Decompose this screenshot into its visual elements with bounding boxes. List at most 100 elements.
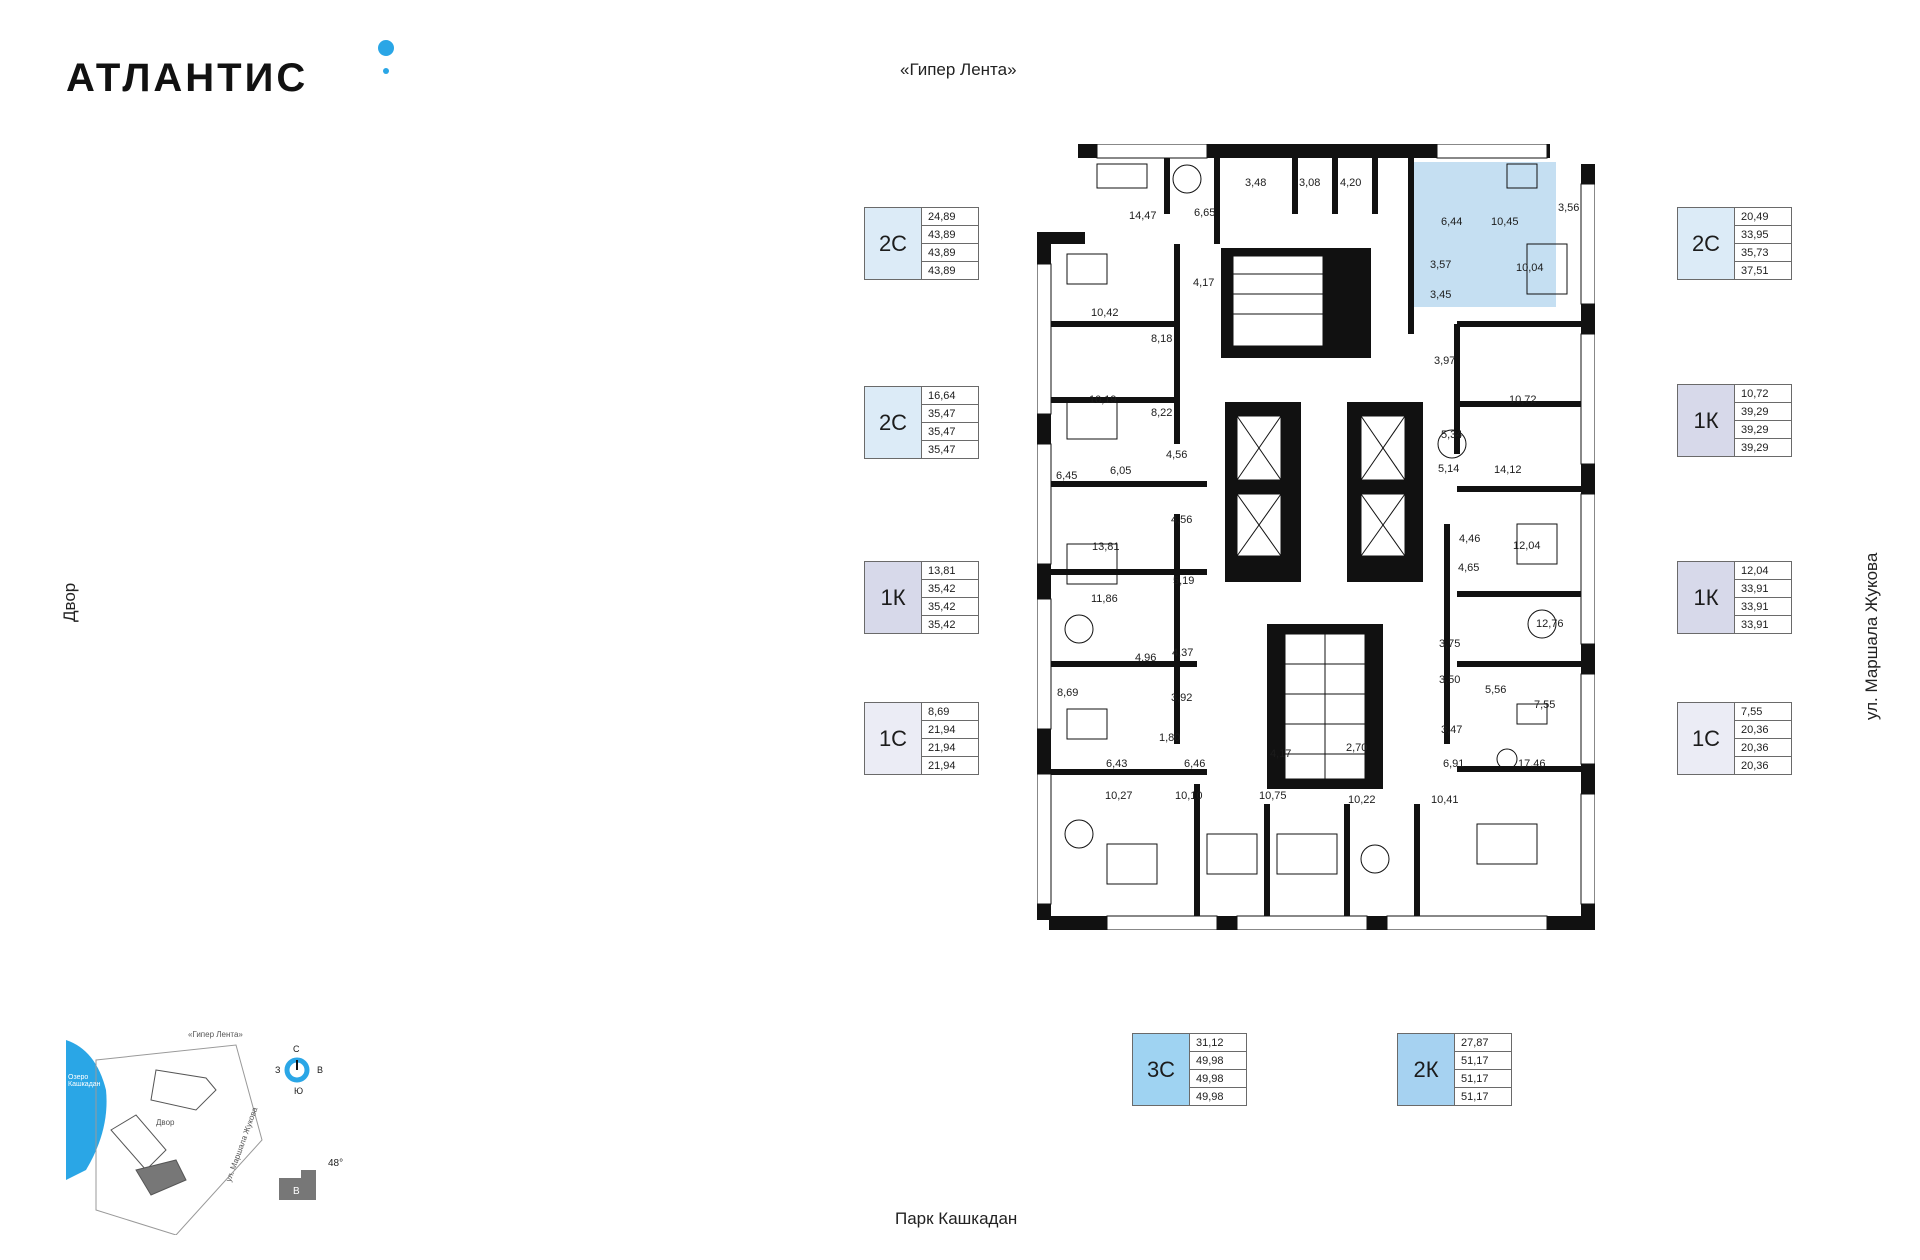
site-minimap[interactable]: «Гипер Лента» Озеро Кашкадан Двор ул. Ма… [66, 1030, 376, 1236]
card-value: 35,42 [922, 598, 978, 616]
card-value: 20,49 [1735, 208, 1791, 226]
room-area: 10,10 [1175, 790, 1203, 802]
floor-plan[interactable]: 14,47 6,65 3,48 3,08 4,20 6,44 10,45 3,5… [1036, 143, 1596, 931]
card-values: 24,89 43,89 43,89 43,89 [922, 207, 979, 280]
card-value: 12,04 [1735, 562, 1791, 580]
card-value: 7,55 [1735, 703, 1791, 721]
room-area: 6,46 [1184, 758, 1206, 770]
room-area: 4,56 [1171, 514, 1193, 526]
card-value: 39,29 [1735, 421, 1791, 439]
card-values: 31,12 49,98 49,98 49,98 [1190, 1033, 1247, 1106]
card-values: 8,69 21,94 21,94 21,94 [922, 702, 979, 775]
card-value: 21,94 [922, 739, 978, 757]
apartment-card-right-4[interactable]: 1С 7,55 20,36 20,36 20,36 [1677, 702, 1792, 775]
card-value: 8,69 [922, 703, 978, 721]
card-type: 2С [1677, 207, 1735, 280]
room-area: 14,12 [1494, 464, 1522, 476]
room-area: 10,22 [1348, 794, 1376, 806]
card-value: 43,89 [922, 226, 978, 244]
room-area: 4,46 [1459, 533, 1481, 545]
card-values: 20,49 33,95 35,73 37,51 [1735, 207, 1792, 280]
room-area: 12,76 [1536, 618, 1564, 630]
card-value: 37,51 [1741, 264, 1769, 277]
room-area: 4,37 [1172, 647, 1194, 659]
brand-logo: АТЛАНТИС [66, 56, 309, 100]
card-value: 35,47 [922, 405, 978, 423]
room-area: 3,47 [1441, 724, 1463, 736]
apartment-card-bottom-1[interactable]: 3С 31,12 49,98 49,98 49,98 [1132, 1033, 1247, 1106]
room-area: 3,92 [1171, 692, 1193, 704]
card-value: 39,29 [1741, 441, 1769, 454]
room-area: 11,86 [1091, 593, 1118, 605]
logo-dot-icon [378, 40, 394, 56]
apartment-card-bottom-2[interactable]: 2К 27,87 51,17 51,17 51,17 [1397, 1033, 1512, 1106]
card-value: 49,98 [1196, 1090, 1224, 1103]
room-area: 13,81 [1092, 541, 1120, 553]
site-minimap-drawing [66, 1040, 316, 1236]
compass-west: З [275, 1065, 281, 1075]
minimap-angle: 48° [328, 1158, 344, 1169]
card-value: 35,47 [928, 443, 956, 456]
room-area: 10,42 [1091, 307, 1119, 319]
apartment-card-right-2[interactable]: 1К 10,72 39,29 39,29 39,29 [1677, 384, 1792, 457]
card-type: 1С [1677, 702, 1735, 775]
card-type: 3С [1132, 1033, 1190, 1106]
minimap-label-lake: Озеро Кашкадан [68, 1074, 101, 1088]
apartment-card-right-3[interactable]: 1К 12,04 33,91 33,91 33,91 [1677, 561, 1792, 634]
room-area: 10,19 [1089, 394, 1117, 406]
card-type: 2К [1397, 1033, 1455, 1106]
room-area: 4,96 [1135, 652, 1157, 664]
card-values: 13,81 35,42 35,42 35,42 [922, 561, 979, 634]
card-value: 33,95 [1735, 226, 1791, 244]
room-area: 1,80 [1159, 732, 1181, 744]
card-value: 33,91 [1741, 618, 1769, 631]
card-value: 43,89 [928, 264, 956, 277]
room-area: 10,75 [1259, 790, 1287, 802]
room-area: 3,57 [1430, 259, 1452, 271]
floor-plan-drawing [1036, 143, 1596, 931]
card-value: 20,36 [1741, 759, 1769, 772]
apartment-card-left-3[interactable]: 1К 13,81 35,42 35,42 35,42 [864, 561, 979, 634]
street-label-left: Двор [60, 582, 79, 622]
card-value: 33,91 [1735, 580, 1791, 598]
minimap-section-label: В [293, 1186, 300, 1197]
apartment-card-left-4[interactable]: 1С 8,69 21,94 21,94 21,94 [864, 702, 979, 775]
room-area: 3,75 [1439, 638, 1461, 650]
apartment-card-left-1[interactable]: 2С 24,89 43,89 43,89 43,89 [864, 207, 979, 280]
room-area: 4,17 [1270, 748, 1292, 760]
apartment-card-right-1[interactable]: 2С 20,49 33,95 35,73 37,51 [1677, 207, 1792, 280]
street-label-right: ул. Маршала Жукова [1862, 552, 1881, 720]
room-area: 4,65 [1458, 562, 1480, 574]
room-area: 3,56 [1558, 202, 1580, 214]
card-value: 43,89 [922, 244, 978, 262]
room-area: 4,20 [1340, 177, 1362, 189]
compass-south: Ю [294, 1086, 304, 1096]
room-area: 4,17 [1193, 277, 1215, 289]
room-area: 6,91 [1443, 758, 1465, 770]
card-value: 35,42 [928, 618, 956, 631]
card-type: 1К [864, 561, 922, 634]
room-area: 8,69 [1057, 687, 1079, 699]
room-area: 7,55 [1534, 699, 1556, 711]
street-label-bottom: Парк Кашкадан [895, 1209, 1018, 1228]
room-area: 5,19 [1173, 575, 1195, 587]
card-value: 24,89 [922, 208, 978, 226]
card-values: 10,72 39,29 39,29 39,29 [1735, 384, 1792, 457]
card-value: 49,98 [1190, 1070, 1246, 1088]
card-type: 2С [864, 207, 922, 280]
card-value: 33,91 [1735, 598, 1791, 616]
room-area: 8,18 [1151, 333, 1173, 345]
card-type: 1К [1677, 384, 1735, 457]
room-area: 14,47 [1129, 210, 1157, 222]
apartment-card-left-2[interactable]: 2С 16,64 35,47 35,47 35,47 [864, 386, 979, 459]
room-area: 2,70 [1346, 742, 1368, 754]
room-area: 6,43 [1106, 758, 1128, 770]
card-values: 12,04 33,91 33,91 33,91 [1735, 561, 1792, 634]
card-value: 35,42 [922, 580, 978, 598]
card-value: 20,36 [1735, 739, 1791, 757]
room-area: 3,08 [1299, 177, 1321, 189]
room-area: 5,34 [1441, 429, 1463, 441]
card-type: 2С [864, 386, 922, 459]
card-values: 7,55 20,36 20,36 20,36 [1735, 702, 1792, 775]
card-type: 1С [864, 702, 922, 775]
